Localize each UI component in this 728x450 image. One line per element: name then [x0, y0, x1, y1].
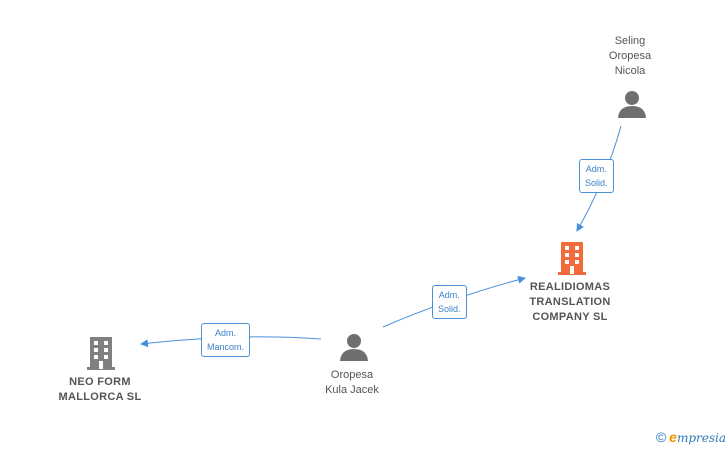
edge-role-2: Solid.: [585, 178, 608, 188]
node-neoform-name-1: NEO FORM: [69, 376, 131, 388]
brand-logo: empresia: [669, 429, 726, 445]
node-realidiomas-name-3: COMPANY SL: [532, 311, 608, 323]
node-oropesa-name-2: Kula Jacek: [325, 384, 379, 396]
node-realidiomas-label[interactable]: REALIDIOMAS TRANSLATION COMPANY SL: [515, 280, 625, 325]
edge-role-1: Adm.: [585, 164, 607, 174]
node-neoform-label[interactable]: NEO FORM MALLORCA SL: [50, 375, 150, 405]
node-oropesa-name-1: Oropesa: [330, 369, 374, 381]
brand-initial: e: [669, 429, 677, 445]
edge-label-seling-realidiomas[interactable]: Adm. Solid.: [579, 159, 614, 193]
node-seling-name-3: Nicola: [614, 65, 646, 77]
node-neoform-name-2: MALLORCA SL: [58, 391, 142, 403]
edge-role-1: Adm.: [215, 328, 237, 338]
building-icon[interactable]: [86, 335, 116, 371]
node-seling-name-2: Oropesa: [608, 50, 652, 62]
building-icon[interactable]: [557, 240, 587, 276]
node-realidiomas-name-1: REALIDIOMAS: [529, 281, 611, 293]
node-seling-name-1: Seling: [614, 35, 646, 47]
brand-name: mpresia: [676, 431, 726, 445]
edge-role-2: Solid.: [438, 304, 461, 314]
edge-label-oropesa-realidiomas[interactable]: Adm. Solid.: [432, 285, 467, 319]
node-oropesa-label[interactable]: Oropesa Kula Jacek: [300, 368, 404, 398]
edge-role-1: Adm.: [438, 290, 460, 300]
person-icon[interactable]: [617, 89, 647, 119]
edge-label-oropesa-neoform[interactable]: Adm. Mancom.: [201, 323, 251, 357]
brand-watermark: © empresia: [656, 429, 726, 445]
node-seling-label[interactable]: Seling Oropesa Nicola: [590, 34, 670, 79]
copyright-icon: ©: [655, 429, 667, 445]
edge-role-2: Mancom.: [207, 342, 245, 352]
person-icon[interactable]: [339, 332, 369, 362]
node-realidiomas-name-2: TRANSLATION: [529, 296, 611, 308]
